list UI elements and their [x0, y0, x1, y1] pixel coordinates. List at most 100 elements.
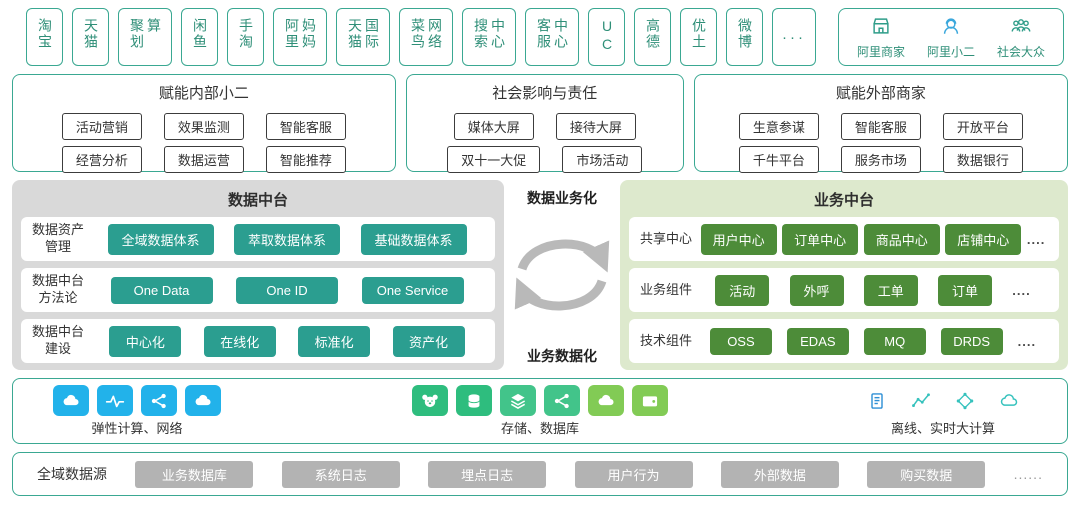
business-chip: 用户中心 — [700, 223, 777, 255]
data-source-chip: 业务数据库 — [135, 460, 254, 488]
app-label: 搜索中心 — [473, 18, 506, 50]
audience-label: 社会大众 — [996, 44, 1045, 59]
audience-box: 阿里商家 阿里小二 社会大众 — [837, 8, 1064, 66]
section-social-responsibility: 社会影响与责任 媒体大屏 接待大屏 双十一大促 市场活动 — [405, 74, 684, 173]
data-source-chip: 系统日志 — [281, 460, 400, 488]
business-chip: DRDS — [940, 327, 1003, 355]
more-ellipsis: ...... — [1013, 466, 1043, 482]
app-label: 微博 — [737, 18, 753, 50]
data-sources-row: 全域数据源 业务数据库 系统日志 埋点日志 用户行为 外部数据 购买数据 ...… — [12, 452, 1068, 496]
app-label: 闲鱼 — [192, 18, 208, 50]
data-sources-label: 全域数据源 — [37, 466, 107, 482]
app-label: 阿里妈妈 — [284, 18, 317, 50]
infra-group-label: 离线、实时大计算 — [890, 421, 995, 436]
middle-platforms-row: 数据中台 数据资产管理 全域数据体系 萃取数据体系 基础数据体系 数据中台方法论… — [12, 180, 1068, 370]
app-label: UC — [599, 18, 615, 54]
app-label: 淘宝 — [37, 18, 53, 50]
more-ellipsis: .... — [1012, 282, 1031, 298]
capability-pill: 智能推荐 — [265, 146, 346, 173]
data-source-chip: 用户行为 — [574, 460, 693, 488]
data-chip: 中心化 — [109, 325, 182, 357]
capability-pill: 生意参谋 — [738, 113, 819, 140]
enable-sections-row: 赋能内部小二 活动营销 效果监测 智能客服 经营分析 数据运营 智能推荐 社会影… — [12, 74, 1068, 173]
data-platform-title: 数据中台 — [227, 192, 288, 209]
cloud-outline-icon — [991, 385, 1027, 416]
diamond-network-icon — [947, 385, 983, 416]
construction-row: 数据中台建设 中心化 在线化 标准化 资产化 — [21, 319, 495, 363]
app-weibo: 微博 — [726, 8, 763, 66]
crowd-icon — [1009, 15, 1033, 42]
infra-group-label: 存储、数据库 — [500, 421, 579, 436]
business-chip: 店铺中心 — [945, 223, 1022, 255]
data-source-chip: 购买数据 — [867, 460, 986, 488]
app-tmall: 天猫 — [72, 8, 109, 66]
app-label: 菜鸟网络 — [410, 18, 443, 50]
cycle-zone: 数据业务化 业务数据化 — [504, 180, 620, 370]
data-chip: 全域数据体系 — [107, 223, 214, 255]
business-chip: EDAS — [786, 327, 849, 355]
app-label: 高德 — [645, 18, 661, 50]
methodology-row: 数据中台方法论 One Data One ID One Service — [21, 268, 495, 312]
share-nodes-icon — [141, 385, 177, 416]
business-components-row: 业务组件 活动 外呼 工单 订单 .... — [629, 268, 1059, 312]
top-app-row: 淘宝 天猫 聚划算 闲鱼 手淘 阿里妈妈 天猫国际 菜鸟网络 搜索中心 客服中心… — [26, 8, 1064, 66]
app-shoutao: 手淘 — [227, 8, 264, 66]
layers-icon — [500, 385, 536, 416]
chip-wrap: One Data One ID One Service — [87, 276, 487, 304]
row-label: 技术组件 — [639, 332, 692, 348]
app-youtu: 优土 — [680, 8, 717, 66]
business-to-data-label: 业务数据化 — [527, 348, 597, 364]
capability-pill: 市场活动 — [562, 146, 643, 173]
app-uc: UC — [588, 8, 625, 66]
infra-offline-realtime-compute: 离线、实时大计算 — [859, 385, 1027, 437]
data-chip: One Data — [110, 276, 213, 304]
btn-row: 活动营销 效果监测 智能客服 — [21, 113, 387, 140]
cycle-arrows-icon — [510, 227, 614, 328]
more-ellipsis: .... — [1026, 231, 1046, 247]
storefront-icon — [870, 15, 892, 42]
capability-pill: 服务市场 — [840, 146, 921, 173]
app-cainiao: 菜鸟网络 — [399, 8, 453, 66]
ellipsis-label: ··· — [782, 28, 806, 46]
audience-staff: 阿里小二 — [927, 15, 975, 60]
chip-wrap: 全域数据体系 萃取数据体系 基础数据体系 — [87, 223, 487, 255]
btn-row: 千牛平台 服务市场 数据银行 — [703, 146, 1059, 173]
app-label: 聚划算 — [129, 18, 162, 50]
btn-row: 生意参谋 智能客服 开放平台 — [703, 113, 1059, 140]
icon-strip — [53, 385, 221, 416]
icon-strip — [859, 385, 1027, 416]
chip-wrap: 活动 外呼 工单 订单 .... — [695, 274, 1051, 306]
data-source-chip: 外部数据 — [720, 460, 839, 488]
row-label: 数据中台方法论 — [31, 273, 84, 305]
audience-public: 社会大众 — [997, 15, 1045, 60]
section-external-merchants: 赋能外部商家 生意参谋 智能客服 开放平台 千牛平台 服务市场 数据银行 — [693, 74, 1068, 173]
capability-pill: 接待大屏 — [555, 113, 636, 140]
infra-group-label: 弹性计算、网络 — [91, 421, 183, 436]
icon-strip — [412, 385, 668, 416]
business-chip: 活动 — [715, 274, 770, 306]
audience-label: 阿里商家 — [856, 44, 905, 59]
data-asset-row: 数据资产管理 全域数据体系 萃取数据体系 基础数据体系 — [21, 217, 495, 261]
infrastructure-row: 弹性计算、网络 — [12, 378, 1068, 444]
koala-icon — [412, 385, 448, 416]
capability-pill: 活动营销 — [61, 113, 142, 140]
cloud-icon — [185, 385, 221, 416]
pulse-icon — [97, 385, 133, 416]
row-label: 数据中台建设 — [31, 324, 84, 356]
btn-row: 媒体大屏 接待大屏 — [415, 113, 675, 140]
audience-label: 阿里小二 — [926, 44, 975, 59]
capability-pill: 效果监测 — [163, 113, 244, 140]
app-juhuasuan: 聚划算 — [118, 8, 172, 66]
app-service-center: 客服中心 — [525, 8, 579, 66]
row-label: 数据资产管理 — [31, 222, 84, 254]
business-chip: 商品中心 — [863, 223, 940, 255]
section-title: 社会影响与责任 — [492, 85, 598, 102]
app-label: 天猫 — [83, 18, 99, 50]
report-icon — [859, 385, 895, 416]
shared-center-row: 共享中心 用户中心 订单中心 商品中心 店铺中心 .... — [629, 217, 1059, 261]
infra-storage-database: 存储、数据库 — [412, 385, 668, 437]
capability-pill: 千牛平台 — [738, 146, 819, 173]
data-chip: 基础数据体系 — [360, 223, 467, 255]
line-chart-icon — [903, 385, 939, 416]
